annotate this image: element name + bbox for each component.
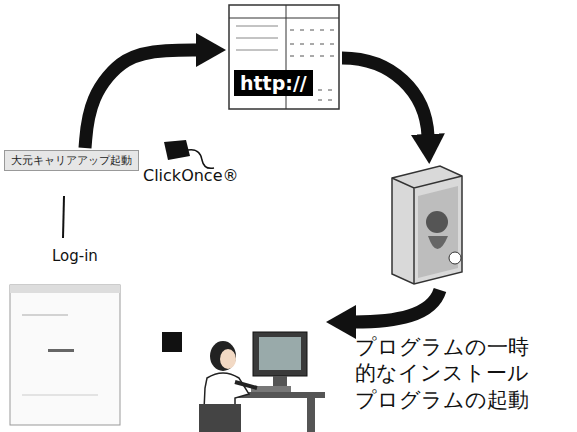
step-caption: プログラムの一時的なインストール [355,334,531,387]
clickonce-icon [164,140,214,168]
login-window: Log-in [8,245,122,427]
url-badge: http:// [234,70,313,96]
marker-square [162,332,182,352]
cycle-arrow [85,50,198,148]
window-title-bar: 大元キャリアアップ起動 [4,150,139,171]
cycle-arrow [354,290,440,322]
technology-label: ClickOnce® [143,166,239,185]
package-icon [392,166,462,284]
cycle-arrow [342,58,428,136]
leader-line [63,196,64,238]
user-at-computer: プログラムの一時的なインストールプログラムの起動 [195,318,573,432]
login-screenshot [8,245,122,427]
step-caption: プログラムの起動 [355,387,531,413]
window-title: 大元キャリアアップ起動 [11,153,132,168]
login-label: Log-in [52,247,98,265]
web-server-icon: http:// [228,4,340,110]
